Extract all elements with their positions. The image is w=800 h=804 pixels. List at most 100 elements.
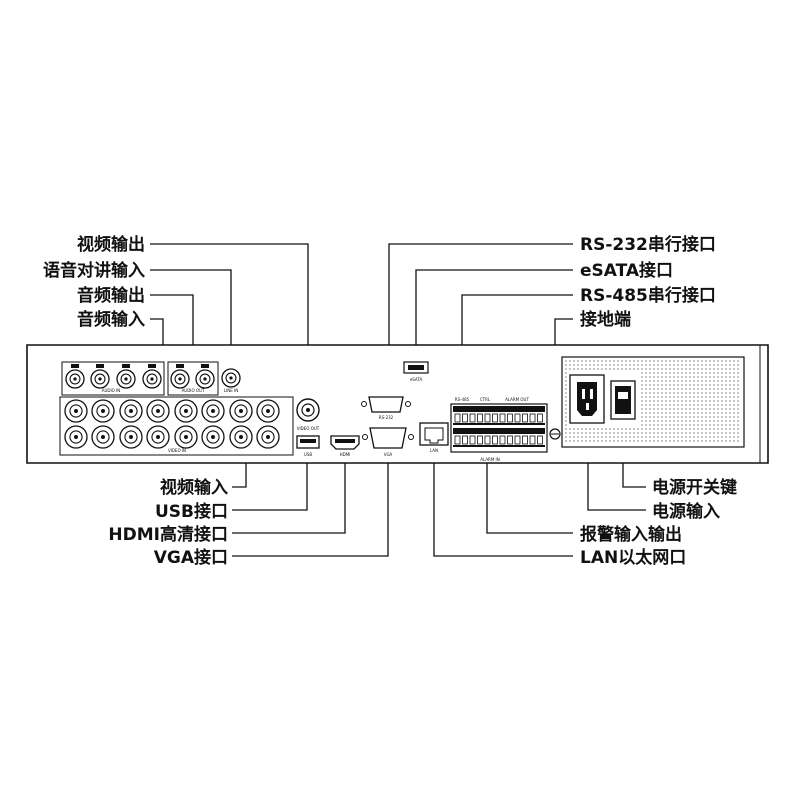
grille-dot	[725, 424, 727, 426]
grille-dot	[721, 360, 723, 362]
grille-dot	[693, 396, 695, 398]
grille-dot	[713, 412, 715, 414]
rs485-label: RS-485	[455, 397, 470, 402]
video-in-jack-7-pin	[239, 409, 243, 413]
grille-dot	[693, 432, 695, 434]
grille-dot	[629, 364, 631, 366]
grille-dot	[729, 416, 731, 418]
grille-dot	[733, 380, 735, 382]
grille-dot	[701, 368, 703, 370]
grille-dot	[681, 424, 683, 426]
grille-dot	[665, 428, 667, 430]
grille-dot	[721, 428, 723, 430]
grille-dot	[573, 428, 575, 430]
grille-dot	[585, 428, 587, 430]
grille-dot	[681, 380, 683, 382]
video-in-jack-6	[201, 399, 225, 423]
grille-dot	[657, 432, 659, 434]
grille-dot	[693, 424, 695, 426]
audio-in-jack-3-ring	[120, 373, 132, 385]
grille-dot	[609, 364, 611, 366]
grille-dot	[665, 380, 667, 382]
grille-dot	[705, 432, 707, 434]
grille-dot	[697, 412, 699, 414]
grille-dot	[701, 364, 703, 366]
grille-dot	[673, 388, 675, 390]
grille-dot	[581, 436, 583, 438]
grille-dot	[713, 372, 715, 374]
grille-dot	[665, 416, 667, 418]
grille-dot	[565, 364, 567, 366]
audio-marker-4	[148, 364, 156, 368]
grille-dot	[625, 436, 627, 438]
grille-dot	[645, 384, 647, 386]
grille-dot	[585, 368, 587, 370]
video-in-jack-12	[146, 425, 170, 449]
grille-dot	[669, 416, 671, 418]
grille-dot	[665, 412, 667, 414]
terminal-slot-2-10	[522, 435, 528, 445]
grille-dot	[617, 440, 619, 442]
grille-dot	[681, 428, 683, 430]
grille-dot	[717, 440, 719, 442]
terminal-slot-2-1	[454, 435, 461, 445]
audio-in-jack-2-pin	[98, 377, 102, 381]
video-in-jack-9-pin	[74, 435, 78, 439]
grille-dot	[693, 408, 695, 410]
grille-dot	[689, 436, 691, 438]
grille-dot	[713, 420, 715, 422]
grille-dot	[729, 384, 731, 386]
audio-in-jack-4-ring	[146, 373, 158, 385]
grille-dot	[645, 432, 647, 434]
grille-dot	[717, 380, 719, 382]
grille-dot	[577, 440, 579, 442]
grille-dot	[725, 384, 727, 386]
grille-dot	[613, 432, 615, 434]
grille-dot	[729, 412, 731, 414]
grille-dot	[653, 396, 655, 398]
grille-dot	[721, 400, 723, 402]
grille-dot	[705, 428, 707, 430]
grille-dot	[589, 440, 591, 442]
grille-dot	[661, 396, 663, 398]
grille-dot	[685, 364, 687, 366]
grille-dot	[689, 384, 691, 386]
grille-dot	[657, 380, 659, 382]
leader-audio-out	[150, 294, 194, 362]
grille-dot	[633, 428, 635, 430]
grille-dot	[717, 416, 719, 418]
grille-dot	[665, 376, 667, 378]
terminal-slot-2-11	[529, 435, 536, 445]
grille-dot	[593, 432, 595, 434]
grille-dot	[577, 364, 579, 366]
grille-dot	[681, 368, 683, 370]
grille-dot	[689, 432, 691, 434]
grille-dot	[601, 360, 603, 362]
grille-dot	[641, 420, 643, 422]
grille-dot	[713, 404, 715, 406]
grille-dot	[685, 388, 687, 390]
grille-dot	[621, 368, 623, 370]
grille-dot	[661, 428, 663, 430]
grille-dot	[725, 436, 727, 438]
grille-dot	[657, 404, 659, 406]
grille-dot	[693, 400, 695, 402]
grille-dot	[725, 428, 727, 430]
video-in-jack-13-pin	[184, 435, 188, 439]
video-in-jack-14	[201, 425, 225, 449]
grille-dot	[681, 384, 683, 386]
grille-dot	[593, 436, 595, 438]
grille-dot	[657, 416, 659, 418]
grille-dot	[693, 380, 695, 382]
grille-dot	[685, 432, 687, 434]
grille-dot	[673, 364, 675, 366]
grille-dot	[649, 372, 651, 374]
callout-video-out: 视频输出	[77, 235, 145, 255]
leader-lan	[433, 445, 573, 557]
grille-dot	[689, 420, 691, 422]
grille-dot	[717, 412, 719, 414]
video-in-jack-11	[119, 425, 143, 449]
grille-dot	[641, 400, 643, 402]
grille-dot	[573, 432, 575, 434]
grille-dot	[737, 368, 739, 370]
